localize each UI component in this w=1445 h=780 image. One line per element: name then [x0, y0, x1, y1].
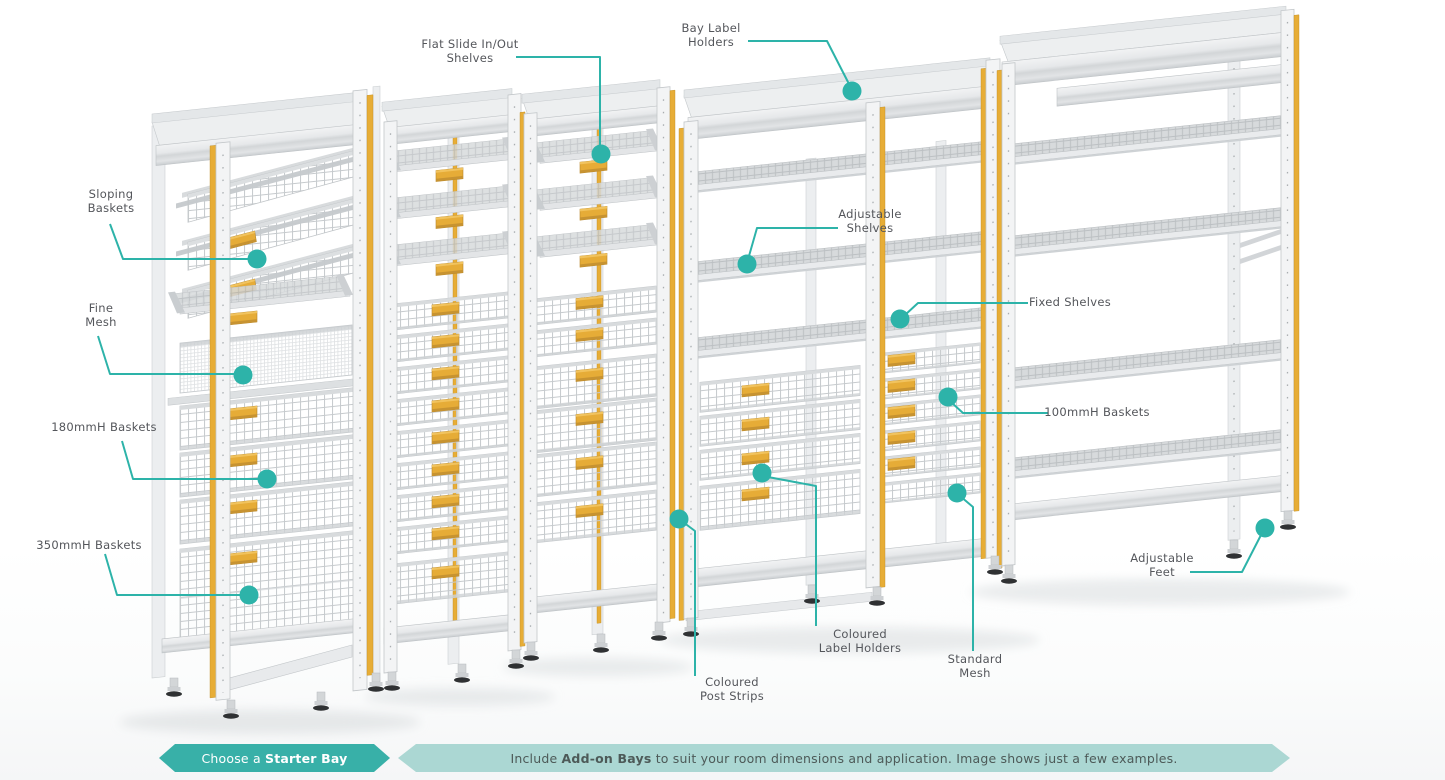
label-fine-mesh: Fine Mesh: [85, 301, 117, 329]
callout-line-bay-label-holders: [748, 40, 850, 85]
callout-line-coloured-post-strips: [682, 521, 696, 676]
hotspot-dot-100mmh-baskets: [938, 387, 958, 407]
callout-line-180mmh-baskets: [121, 440, 258, 480]
label-coloured-post-strips: Coloured Post Strips: [699, 675, 765, 703]
starter-bay-ribbon: Choose a Starter Bay: [159, 744, 390, 772]
hotspot-dot-fixed-shelves: [890, 309, 910, 329]
hotspot-dot-coloured-post-strips: [669, 509, 689, 529]
callout-line-standard-mesh: [959, 495, 974, 651]
hotspot-dot-350mmh-baskets: [239, 585, 259, 605]
bay-addon-wide: [996, 5, 1300, 569]
bay-addon-slim-1: [381, 88, 523, 674]
addon-ribbon-bold: Add-on Bays: [561, 750, 652, 766]
starter-ribbon-bold: Starter Bay: [265, 750, 348, 766]
callout-lines: [97, 40, 1275, 676]
label-adjustable-feet: Adjustable Feet: [1130, 551, 1194, 579]
label-100mmh-baskets: 100mmH Baskets: [1044, 405, 1150, 420]
hotspot-dot-adjustable-shelves: [737, 254, 757, 274]
hotspot-dot-bay-label-holders: [842, 81, 862, 101]
callout-line-coloured-label-holders: [767, 476, 817, 626]
callout-line-adjustable-shelves: [748, 227, 838, 257]
hotspot-dot-adjustable-feet: [1255, 518, 1275, 538]
addon-ribbon-prefix: Include: [510, 750, 562, 766]
hotspot-dot-standard-mesh: [947, 483, 967, 503]
addon-bays-ribbon: Include Add-on Bays to suit your room di…: [398, 744, 1290, 772]
hotspot-dot-180mmh-baskets: [257, 469, 277, 489]
label-180mmh-baskets: 180mmH Baskets: [51, 420, 157, 435]
callout-line-fixed-shelves: [904, 302, 1028, 316]
callout-line-flat-slide: [516, 56, 601, 146]
hotspot-dot-flat-slide: [591, 144, 611, 164]
label-fixed-shelves: Fixed Shelves: [1028, 295, 1112, 310]
bay-starter: [151, 85, 381, 701]
bay-addon-double: [678, 57, 1001, 622]
hotspot-dot-coloured-label-holders: [752, 463, 772, 483]
addon-ribbon-suffix: to suit your room dimensions and applica…: [651, 750, 1178, 766]
callout-line-sloping-baskets: [109, 223, 248, 260]
callout-line-fine-mesh: [97, 335, 234, 375]
label-flat-slide-shelves: Flat Slide In/Out Shelves: [421, 37, 519, 65]
hotspot-dot-fine-mesh: [233, 365, 253, 385]
label-standard-mesh: Standard Mesh: [947, 652, 1003, 680]
callout-line-adjustable-feet: [1190, 534, 1262, 573]
label-coloured-label-holders: Coloured Label Holders: [818, 627, 902, 655]
callout-line-350mmh-baskets: [104, 553, 240, 596]
hotspot-dot-sloping-baskets: [247, 249, 267, 269]
callout-line-100mmh-baskets: [951, 402, 1048, 414]
label-adjustable-shelves: Adjustable Shelves: [838, 207, 902, 235]
label-bay-label-holders: Bay Label Holders: [681, 21, 741, 49]
label-sloping-baskets: Sloping Baskets: [87, 187, 135, 215]
starter-ribbon-text: Choose a: [201, 750, 266, 766]
bay-addon-slim-2: [519, 79, 676, 647]
label-350mmh-baskets: 350mmH Baskets: [36, 538, 142, 553]
floor-shadows: [120, 579, 1350, 734]
